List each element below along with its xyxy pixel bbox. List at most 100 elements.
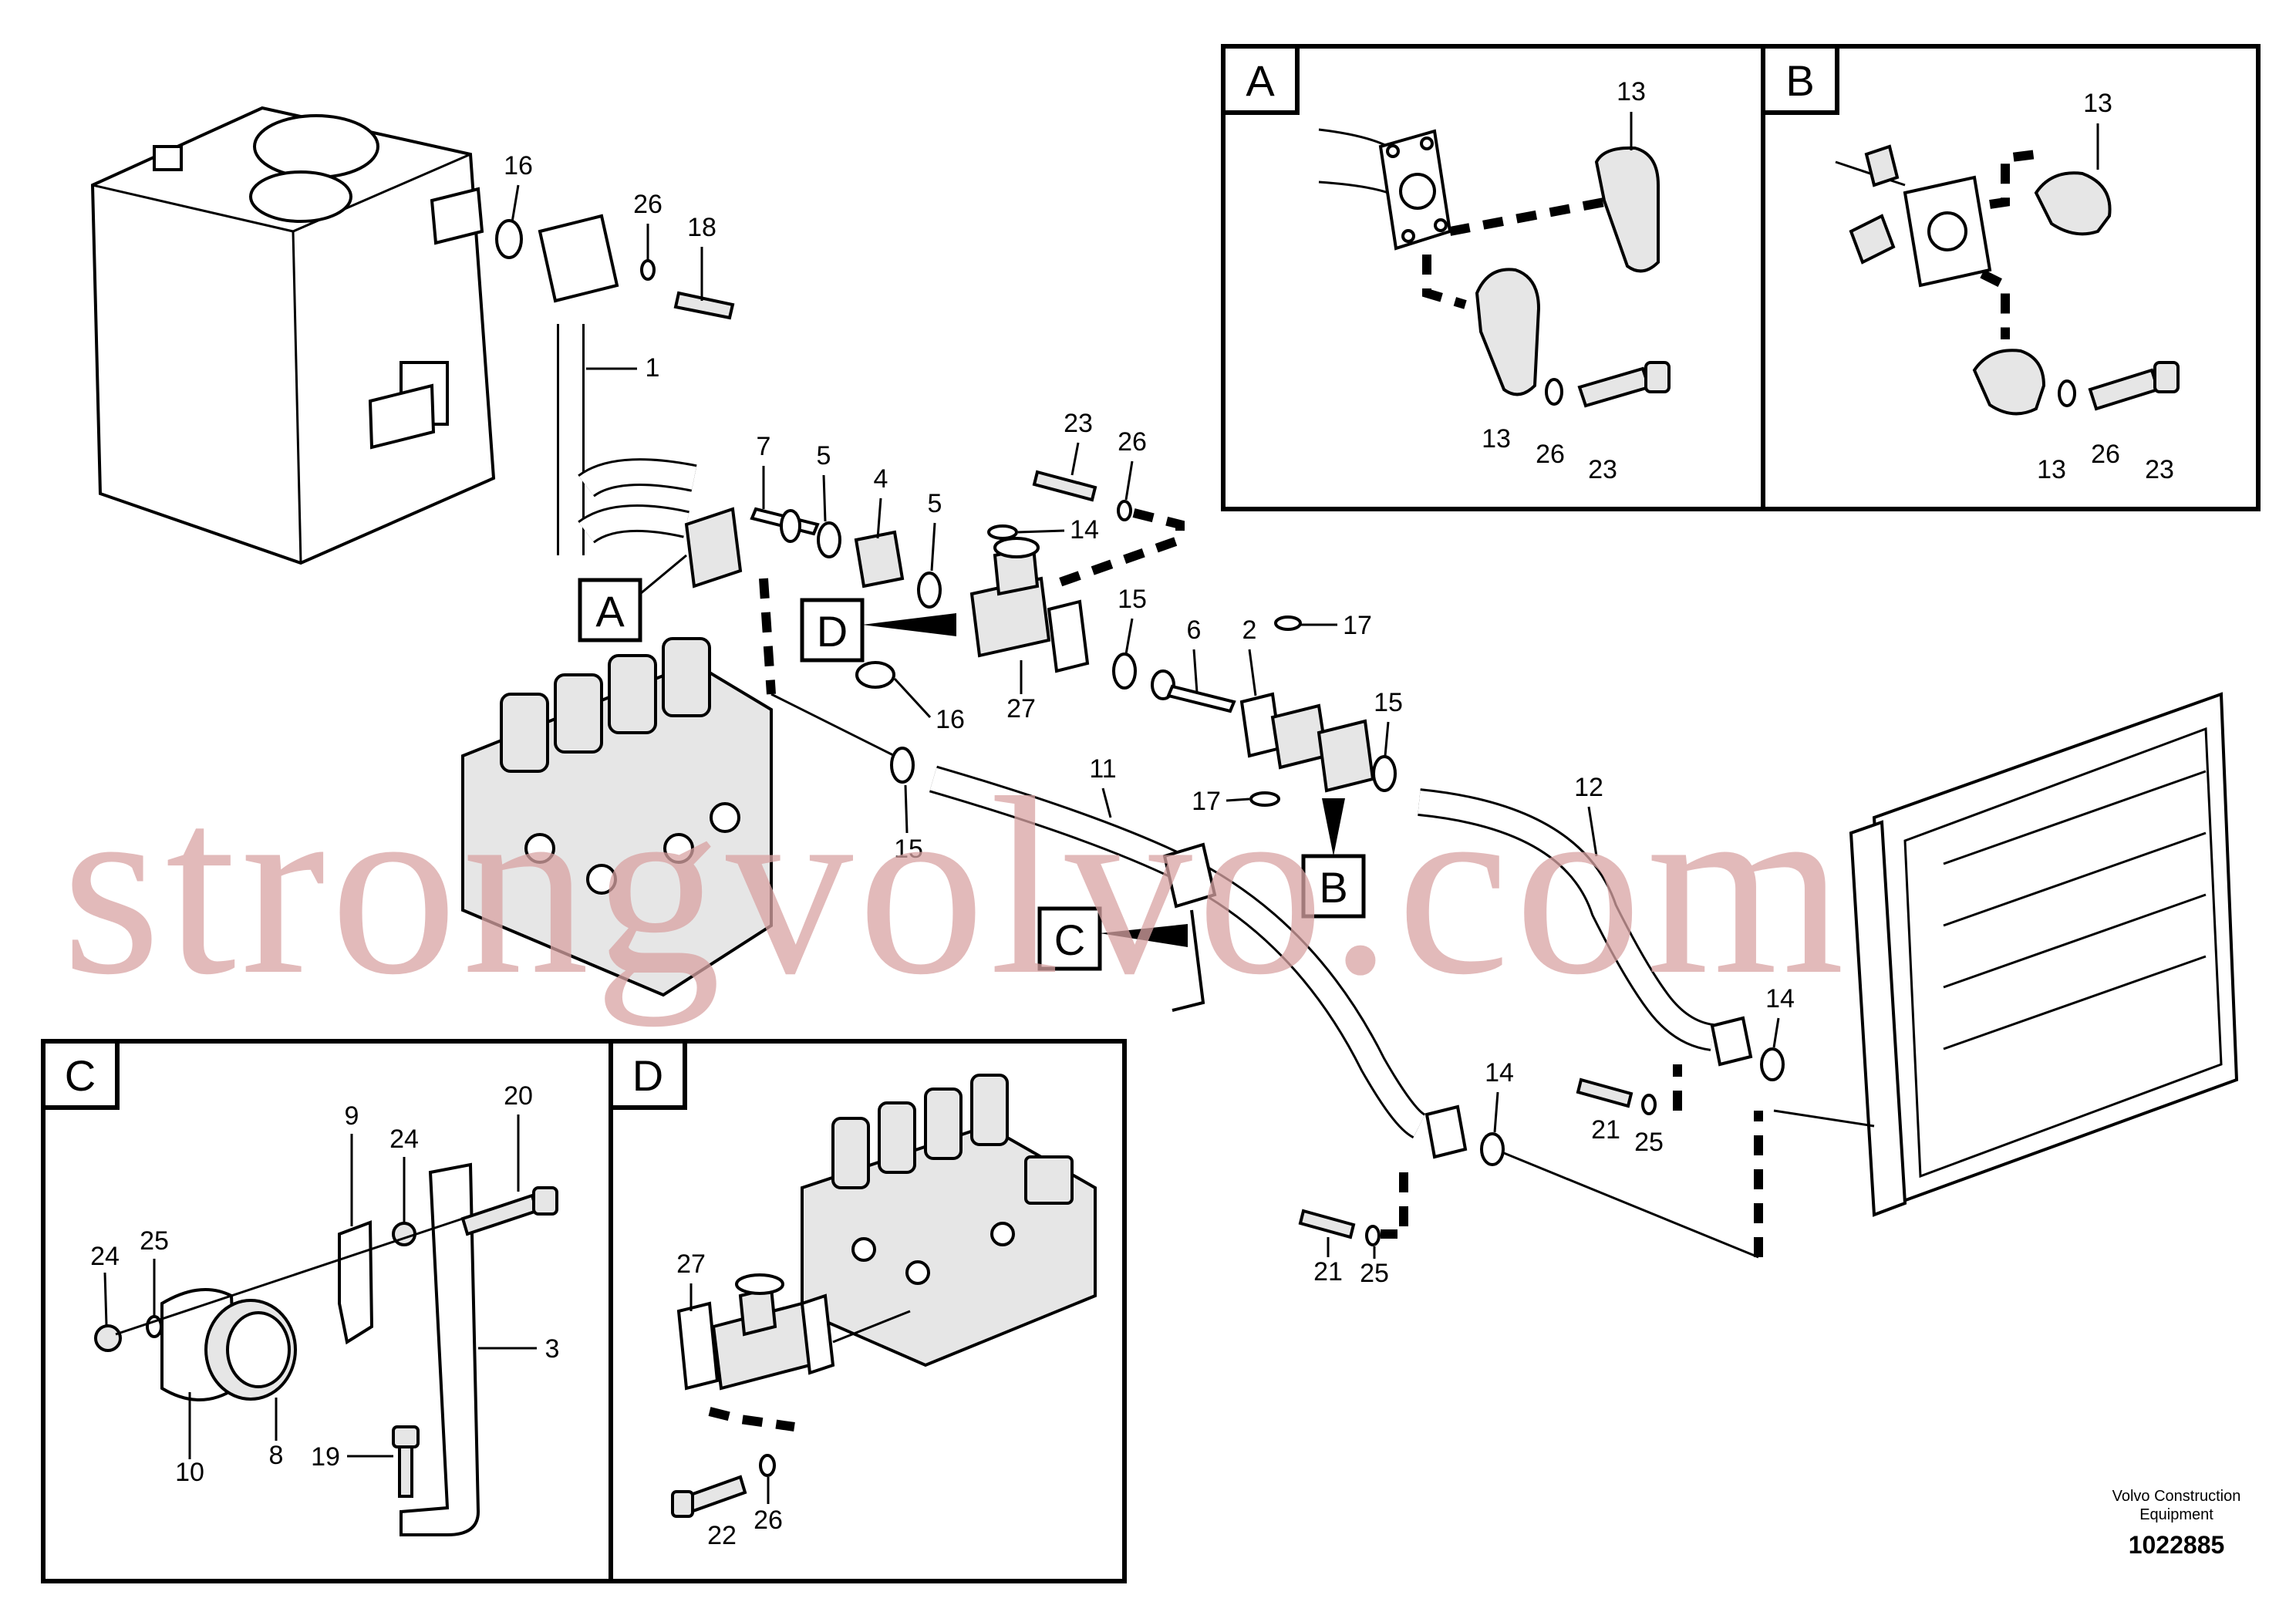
- assembly-line: [1047, 508, 1185, 591]
- leader-line: [930, 522, 936, 572]
- leader-line: [1101, 787, 1112, 818]
- tee-port: [993, 537, 1040, 558]
- part-number-23: 23: [2145, 455, 2174, 484]
- manifold-flange: [676, 1301, 720, 1391]
- footer-company-line2: Equipment: [2139, 1506, 2213, 1523]
- part-number-13: 13: [1617, 77, 1646, 106]
- part-number-18: 18: [687, 213, 716, 242]
- detail-c-letter: C: [65, 1051, 96, 1100]
- part-number-5: 5: [817, 441, 831, 470]
- washer-part: [759, 1454, 776, 1477]
- assembly-line: [1980, 269, 2010, 339]
- washer-part: [1545, 378, 1563, 406]
- part-number-15: 15: [1118, 585, 1147, 614]
- part-number-10: 10: [175, 1458, 204, 1487]
- assembly-line: [708, 1407, 795, 1431]
- o-ring: [1480, 1132, 1505, 1166]
- part-number-13: 13: [1482, 424, 1511, 454]
- part-number-14: 14: [1070, 515, 1099, 545]
- part-number-16: 16: [504, 151, 533, 180]
- part-number-12: 12: [1574, 773, 1603, 802]
- detail-c-tag: [41, 1039, 120, 1110]
- part-number-21: 21: [1591, 1115, 1620, 1145]
- detail-a-panel: A 13 13 26 23: [1221, 44, 1765, 511]
- hose-clamp: [1162, 842, 1217, 909]
- bolt-head: [392, 1425, 420, 1448]
- part-number-26: 26: [754, 1506, 783, 1535]
- part-number-7: 7: [757, 432, 771, 461]
- manifold-branch: [738, 1286, 777, 1337]
- bolt-part: [684, 1475, 747, 1514]
- assembly-line: [832, 1310, 911, 1344]
- svg-text:D: D: [817, 607, 848, 656]
- detail-d-frame: [609, 1039, 1127, 1583]
- assembly-line: [115, 1217, 464, 1336]
- tank-flange-block: [538, 214, 619, 303]
- leader-line: [1587, 806, 1598, 857]
- o-ring: [917, 572, 942, 609]
- split-flange-half: [1475, 268, 1541, 396]
- part-number-23: 23: [1064, 409, 1093, 438]
- part-number-14: 14: [1765, 984, 1795, 1013]
- svg-text:C: C: [1054, 916, 1085, 964]
- part-number-2: 2: [1242, 615, 1257, 645]
- part-number-17: 17: [1343, 611, 1372, 640]
- leader-line: [1070, 442, 1080, 476]
- footer-company-line1: Volvo Construction: [2112, 1488, 2241, 1505]
- part-number-21: 21: [1313, 1257, 1343, 1286]
- bolt-part: [460, 1193, 539, 1236]
- control-valve-block: [801, 1074, 1097, 1367]
- part-number-20: 20: [504, 1081, 533, 1111]
- hydraulic-tank: [90, 106, 496, 565]
- part-number-25: 25: [1634, 1128, 1664, 1157]
- nut-part: [780, 509, 801, 543]
- detail-a-tag: [1221, 44, 1300, 115]
- part-number-15: 15: [1374, 688, 1403, 717]
- flange-bore: [1927, 211, 1967, 251]
- support-bracket: [400, 1162, 480, 1536]
- detail-c-panel: C 20 24 9 24 25 3 10 8 1: [41, 1039, 613, 1583]
- leader-line: [1124, 460, 1134, 501]
- leader-line: [1248, 649, 1257, 696]
- hose-stub: [1318, 180, 1389, 194]
- part-number-23: 23: [1588, 455, 1617, 484]
- part-number-27: 27: [1006, 694, 1036, 723]
- manifold-flange: [800, 1293, 835, 1375]
- bolt-head: [2153, 361, 2180, 393]
- part-number-14: 14: [1485, 1058, 1514, 1088]
- seal-ring: [1274, 615, 1302, 631]
- return-hose: [929, 767, 1425, 1137]
- flange-part: [1710, 1016, 1753, 1067]
- part-number-3: 3: [545, 1334, 560, 1364]
- part-number-24: 24: [389, 1125, 419, 1154]
- hose: [579, 460, 696, 496]
- bolt-hole: [1401, 229, 1415, 243]
- assembly-line: [1989, 150, 2037, 209]
- washer-part: [1117, 500, 1132, 521]
- callout-b: B: [1301, 798, 1366, 919]
- part-number-26: 26: [2091, 440, 2120, 469]
- part-number-11: 11: [1089, 754, 1116, 784]
- part-number-4: 4: [874, 464, 888, 494]
- part-number-8: 8: [269, 1441, 284, 1470]
- nipple-part: [1166, 684, 1236, 713]
- leader-line: [1192, 649, 1199, 693]
- cooler-hose: [1418, 791, 1714, 1049]
- part-number-6: 6: [1187, 615, 1202, 645]
- flange-part: [1424, 1104, 1468, 1159]
- bolt-part: [1576, 1077, 1633, 1108]
- washer-part: [640, 259, 656, 281]
- detail-c-frame: [41, 1039, 613, 1583]
- leader-line: [1017, 529, 1065, 534]
- split-flange-half: [1594, 146, 1660, 273]
- bolt-part: [398, 1441, 413, 1498]
- part-number-15: 15: [894, 835, 923, 864]
- assembly-line: [759, 578, 776, 695]
- part-number-26: 26: [1536, 440, 1565, 469]
- part-number-24: 24: [90, 1242, 120, 1271]
- leader-line: [876, 497, 882, 539]
- leader-line: [822, 474, 827, 522]
- assembly-line: [770, 693, 895, 757]
- detail-a-letter: A: [1246, 56, 1275, 105]
